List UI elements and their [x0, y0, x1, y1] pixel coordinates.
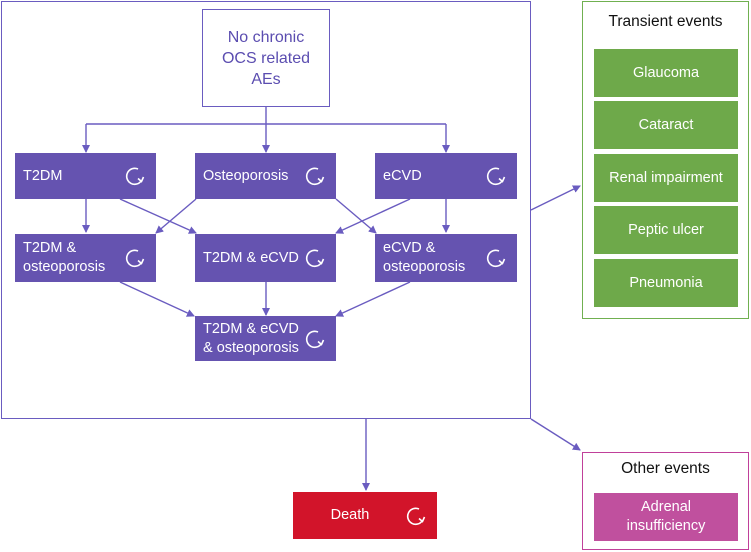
state-t2dm-ecvd-osteoporosis-label: T2DM & eCVD & osteoporosis	[203, 320, 299, 356]
state-death-label: Death	[330, 507, 370, 523]
transient-event-item: Pneumonia	[594, 259, 738, 307]
state-t2dm-ecvd-label: T2DM & eCVD	[203, 249, 299, 266]
arrow-to-other	[530, 418, 581, 451]
start-state-box: No chronic OCS related AEs	[202, 9, 330, 107]
main-state-frame	[1, 1, 531, 419]
transient-events-frame: Transient events	[582, 1, 749, 319]
other-event-item: Adrenal insufficiency	[594, 493, 738, 541]
cycle-arrow-icon	[305, 330, 325, 348]
state-ecvd: eCVD	[375, 153, 517, 199]
arrow-ecvd-osteo-to-all	[335, 281, 411, 317]
transient-event-item: Renal impairment	[594, 154, 738, 202]
transient-event-item: Cataract	[594, 101, 738, 149]
state-osteoporosis: Osteoporosis	[195, 153, 336, 199]
cycle-arrow-icon	[406, 507, 426, 525]
state-ecvd-osteoporosis-label: eCVD & osteoporosis	[383, 240, 466, 275]
cycle-arrow-icon	[125, 167, 145, 186]
state-ecvd-osteoporosis: eCVD & osteoporosis	[375, 234, 517, 282]
other-events-title: Other events	[621, 460, 710, 477]
arrow-t2dm-osteo-to-all	[119, 281, 195, 317]
arrow-t2dm-to-t2dm-ecvd	[119, 198, 197, 234]
transient-events-title: Transient events	[608, 13, 723, 30]
arrow-osteo-to-t2dm-osteo	[155, 198, 197, 234]
state-t2dm-osteoporosis-label: T2DM & osteoporosis	[23, 240, 106, 275]
arrow-to-transient	[530, 185, 581, 211]
transient-event-item: Glaucoma	[594, 49, 738, 97]
cycle-arrow-icon	[486, 167, 506, 186]
state-t2dm-label: T2DM	[23, 167, 63, 184]
cycle-arrow-icon	[125, 249, 145, 268]
state-osteoporosis-label: Osteoporosis	[203, 167, 289, 184]
state-ecvd-label: eCVD	[383, 167, 422, 184]
other-events-frame: Other events	[582, 452, 749, 550]
cycle-arrow-icon	[486, 249, 506, 268]
state-t2dm-ecvd-osteoporosis: T2DM & eCVD & osteoporosis	[195, 316, 336, 361]
state-death: Death	[293, 492, 437, 539]
state-t2dm-ecvd: T2DM & eCVD	[195, 234, 336, 282]
state-t2dm: T2DM	[15, 153, 156, 199]
transient-event-item: Peptic ulcer	[594, 206, 738, 254]
start-state-label: No chronic OCS related AEs	[221, 28, 311, 88]
arrow-osteo-to-ecvd-osteo	[335, 198, 377, 234]
arrow-ecvd-to-t2dm-ecvd	[335, 198, 411, 234]
state-t2dm-osteoporosis: T2DM & osteoporosis	[15, 234, 156, 282]
cycle-arrow-icon	[305, 167, 325, 186]
cycle-arrow-icon	[305, 249, 325, 268]
